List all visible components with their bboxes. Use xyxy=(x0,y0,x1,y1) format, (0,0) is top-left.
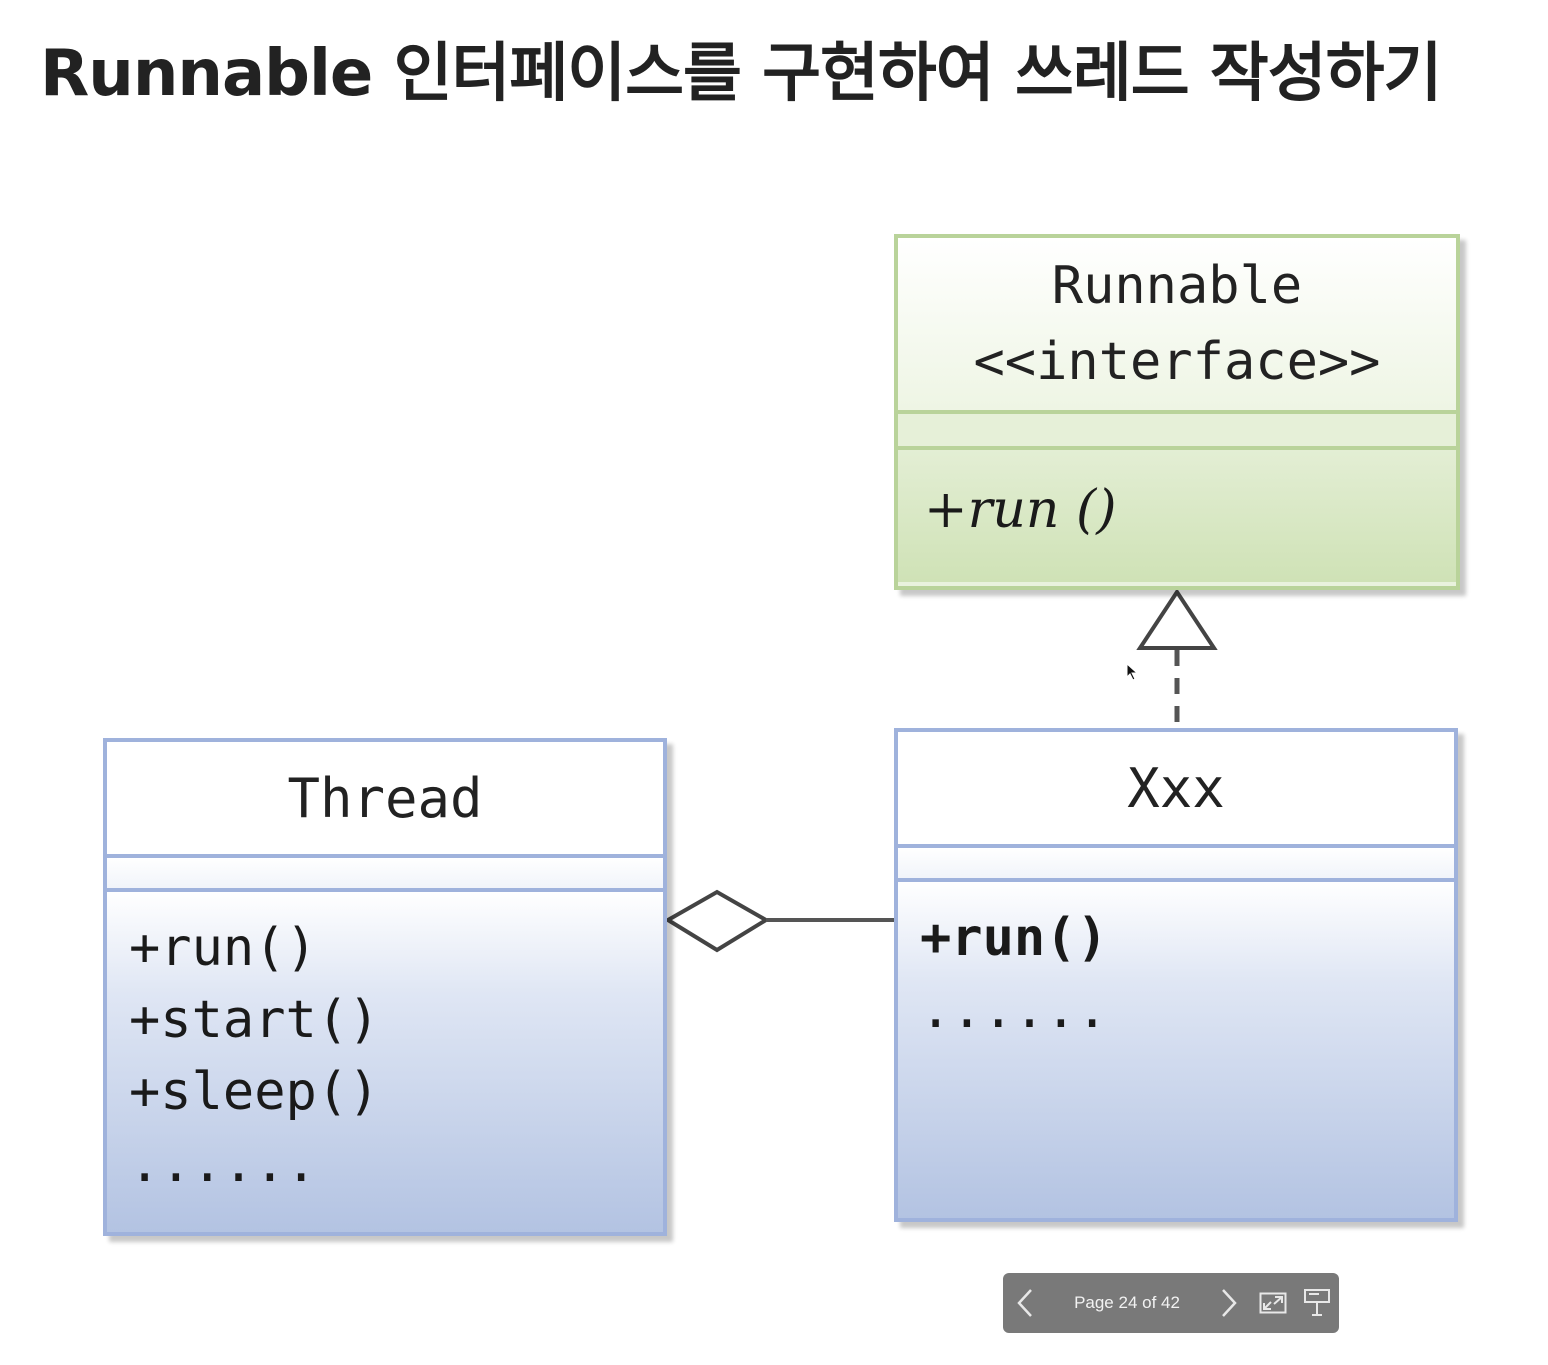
class-runnable-operations: +run () xyxy=(898,450,1456,582)
class-runnable-name: Runnable xyxy=(1051,256,1303,316)
prev-page-button[interactable] xyxy=(1003,1273,1047,1333)
class-xxx: Xxx +run() ...... xyxy=(894,728,1458,1222)
chevron-left-icon xyxy=(1017,1289,1032,1317)
class-thread-op-start: +start() xyxy=(129,990,380,1050)
presentation-icon xyxy=(1304,1289,1330,1316)
class-xxx-op-run: +run() xyxy=(920,908,1108,968)
realization-arrowhead xyxy=(1136,588,1218,650)
class-xxx-op-more: ...... xyxy=(920,980,1108,1040)
class-runnable-attributes xyxy=(898,414,1456,450)
class-thread-op-sleep: +sleep() xyxy=(129,1062,380,1122)
presentation-button[interactable] xyxy=(1295,1273,1339,1333)
page-indicator: Page 24 of 42 xyxy=(1074,1293,1180,1312)
pager-toolbar: Page 24 of 42 xyxy=(1003,1273,1339,1333)
class-thread-op-more: ...... xyxy=(129,1134,317,1194)
class-runnable-op-run: +run () xyxy=(924,480,1117,540)
class-xxx-name: Xxx xyxy=(1127,756,1225,820)
class-runnable-stereotype: <<interface>> xyxy=(973,332,1381,392)
class-xxx-name-section: Xxx xyxy=(898,732,1454,848)
class-xxx-attributes xyxy=(898,848,1454,882)
slide-title: Runnable 인터페이스를 구현하여 쓰레드 작성하기 xyxy=(40,37,1442,111)
class-thread-operations: +run() +start() +sleep() ...... xyxy=(107,892,663,1232)
class-xxx-operations: +run() ...... xyxy=(898,882,1454,1218)
class-thread-attributes xyxy=(107,858,663,892)
class-thread-name-section: Thread xyxy=(107,742,663,858)
class-thread-name: Thread xyxy=(287,766,483,830)
class-runnable: Runnable <<interface>> +run () xyxy=(894,234,1460,590)
next-page-button[interactable] xyxy=(1207,1273,1251,1333)
chevron-right-icon xyxy=(1222,1289,1237,1317)
fullscreen-icon xyxy=(1259,1292,1287,1314)
class-thread-op-run: +run() xyxy=(129,918,317,978)
class-runnable-name-section: Runnable <<interface>> xyxy=(898,238,1456,414)
class-thread: Thread +run() +start() +sleep() ...... xyxy=(103,738,667,1236)
fullscreen-button[interactable] xyxy=(1251,1273,1295,1333)
aggregation-diamond xyxy=(664,889,770,953)
mouse-cursor-icon xyxy=(1126,663,1139,681)
